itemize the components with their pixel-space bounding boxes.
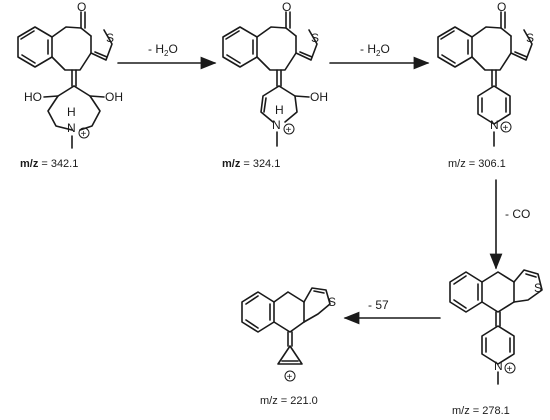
mz-label-4: m/z= 278.1 (452, 405, 510, 417)
hydroxyl-right-label: OH (105, 90, 123, 104)
svg-text:H: H (275, 103, 284, 117)
svg-text:N: N (494, 359, 503, 373)
compound-306: O S N + (437, 0, 534, 147)
svg-text:+: + (507, 364, 513, 375)
step-label-1: - H2O (148, 42, 178, 58)
hydroxyl-left-label: HO (24, 90, 42, 104)
svg-text:S: S (526, 31, 534, 45)
hydrogen-label: H (67, 105, 76, 119)
compound-278: S N + (449, 269, 543, 385)
svg-text:+: + (286, 125, 292, 136)
step-label-3: - CO (505, 207, 530, 221)
svg-text:S: S (534, 281, 542, 295)
mz-label-2: m/z= 324.1 (222, 158, 280, 170)
mz-label-3: m/z= 306.1 (448, 158, 506, 170)
compound-342: O S HO OH H N + (17, 0, 123, 149)
sulfur-label: S (106, 31, 114, 45)
svg-text:+: + (503, 123, 509, 134)
svg-text:N: N (490, 118, 499, 132)
compound-324: O S OH H N + (222, 0, 328, 147)
svg-text:OH: OH (310, 90, 328, 104)
svg-text:O: O (497, 0, 506, 14)
oxygen-label: O (77, 0, 86, 14)
svg-text:+: + (81, 129, 87, 140)
step-label-2: - H2O (360, 42, 390, 58)
svg-text:S: S (328, 295, 336, 309)
svg-text:O: O (282, 0, 291, 14)
svg-text:S: S (311, 31, 319, 45)
svg-text:N: N (272, 118, 281, 132)
step-label-4: - 57 (368, 298, 389, 312)
nitrogen-label: N (67, 121, 76, 135)
compound-221: S + (241, 287, 336, 383)
mz-label-1: m/z= 342.1 (20, 158, 78, 170)
mz-label-5: m/z= 221.0 (260, 395, 318, 407)
svg-text:+: + (287, 372, 293, 383)
